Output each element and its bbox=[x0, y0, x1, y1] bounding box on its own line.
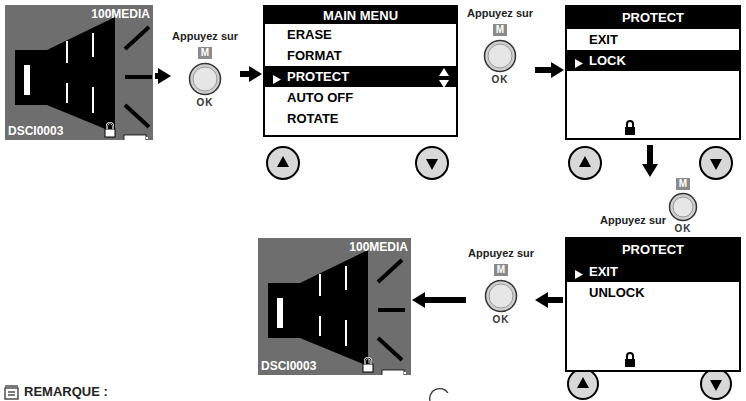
ok-button: Appuyez sur M OK bbox=[600, 180, 736, 236]
menu-title: MAIN MENU bbox=[265, 7, 456, 24]
ok-button-circle bbox=[188, 62, 222, 96]
menu-row: ERASE bbox=[265, 24, 456, 45]
arrow-shaft bbox=[422, 297, 466, 303]
ok-button: Appuyez surM OK bbox=[468, 247, 534, 335]
arrow-head bbox=[535, 292, 548, 308]
arrow-head bbox=[642, 164, 658, 177]
ok-button-circle bbox=[668, 192, 698, 222]
ok-button-circle bbox=[483, 39, 517, 73]
lock-icon bbox=[623, 352, 637, 368]
menu-item: AUTO OFF bbox=[287, 90, 353, 105]
folder-name: 100MEDIA bbox=[91, 7, 150, 21]
instruction-text: Appuyez sur bbox=[600, 214, 666, 226]
menu-row: LOCK bbox=[567, 50, 739, 71]
menu-row: UNLOCK bbox=[567, 282, 739, 303]
ok-key-label: OK bbox=[668, 223, 698, 234]
cut-icon-fragment bbox=[430, 389, 448, 401]
menu-item: EXIT bbox=[589, 32, 618, 47]
selection-pointer bbox=[574, 55, 584, 66]
instruction-text: Appuyez sur bbox=[172, 30, 238, 42]
menu-key-letter: M bbox=[493, 24, 507, 36]
lock-icon bbox=[623, 120, 637, 136]
menu-row: PROTECT bbox=[265, 66, 456, 87]
flow-arrow bbox=[412, 292, 466, 308]
menu-key-letter: M bbox=[676, 178, 690, 190]
folder-name: 100MEDIA bbox=[349, 240, 408, 254]
flow-arrow bbox=[642, 145, 658, 177]
menu-row: FORMAT bbox=[265, 45, 456, 66]
menu-screen: PROTECT EXIT UNLOCK bbox=[565, 237, 741, 372]
flow-arrow bbox=[240, 66, 262, 82]
flow-arrow bbox=[535, 62, 564, 78]
menu-key-letter: M bbox=[198, 47, 212, 59]
arrow-head bbox=[551, 62, 564, 78]
selection-pointer bbox=[574, 266, 584, 277]
selection-pointer bbox=[272, 71, 282, 82]
file-name: DSCI0003 bbox=[261, 359, 316, 373]
arrow-head bbox=[249, 66, 262, 82]
menu-row: ROTATE bbox=[265, 108, 456, 129]
menu-screen: PROTECT EXIT LOCK bbox=[565, 5, 741, 140]
instruction-text: Appuyez sur bbox=[467, 7, 533, 19]
instruction-text: Appuyez sur bbox=[468, 247, 534, 259]
menu-item: ROTATE bbox=[287, 111, 339, 126]
ok-key-label: OK bbox=[486, 314, 516, 325]
speaker-illustration bbox=[5, 5, 153, 140]
battery-icon bbox=[123, 128, 149, 136]
menu-row: EXIT bbox=[567, 29, 739, 50]
battery-icon bbox=[381, 363, 407, 371]
flow-arrow bbox=[155, 68, 171, 84]
menu-item: UNLOCK bbox=[589, 285, 645, 300]
ok-key-label: OK bbox=[485, 74, 515, 85]
scroll-indicator bbox=[438, 67, 450, 89]
lock-icon bbox=[103, 122, 117, 138]
ok-key-label: OK bbox=[190, 97, 220, 108]
menu-item: LOCK bbox=[589, 53, 626, 68]
note-icon bbox=[5, 386, 18, 399]
menu-item: PROTECT bbox=[287, 69, 349, 84]
menu-key-letter: M bbox=[494, 264, 508, 276]
menu-item: FORMAT bbox=[287, 48, 342, 63]
menu-item: EXIT bbox=[589, 264, 618, 279]
arrow-head bbox=[412, 292, 425, 308]
arrow-head bbox=[158, 68, 171, 84]
note-heading: REMARQUE : bbox=[24, 384, 108, 399]
menu-item: ERASE bbox=[287, 27, 332, 42]
menu-row: EXIT bbox=[567, 261, 739, 282]
arrow-shaft bbox=[647, 145, 653, 167]
ok-button: Appuyez surM OK bbox=[467, 7, 533, 95]
ok-button-circle bbox=[484, 279, 518, 313]
speaker-illustration bbox=[258, 238, 411, 375]
lock-icon bbox=[361, 357, 375, 373]
menu-screen: MAIN MENU ERASE FORMAT PROTECT AUTO OFF ROTAT… bbox=[263, 5, 458, 137]
camera-screen: 100MEDIA DSCI0003 bbox=[258, 238, 411, 375]
menu-row: AUTO OFF bbox=[265, 87, 456, 108]
file-name: DSCI0003 bbox=[8, 124, 63, 138]
camera-screen: 100MEDIA DSCI0003 bbox=[5, 5, 153, 140]
menu-title: PROTECT bbox=[567, 7, 739, 29]
menu-title: PROTECT bbox=[567, 239, 739, 261]
ok-button: Appuyez surM OK bbox=[172, 30, 238, 118]
flow-arrow bbox=[535, 292, 563, 308]
